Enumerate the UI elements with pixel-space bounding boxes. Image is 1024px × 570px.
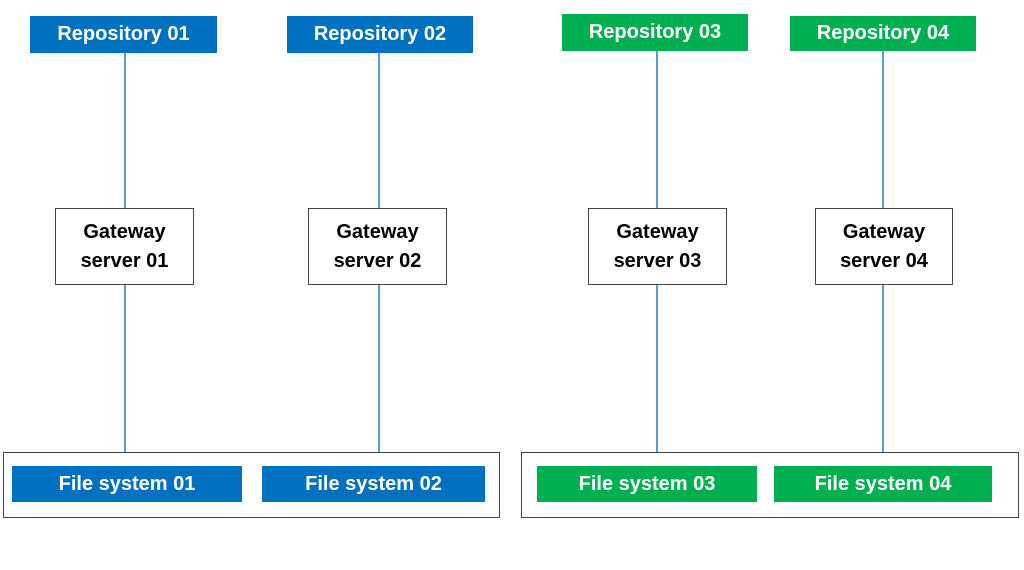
gateway-server-03-line1: Gateway [616,220,699,243]
connector-gateway-02-fs-group-left [378,285,380,452]
repository-02: Repository 02 [287,16,473,53]
gateway-server-01: Gateway server 01 [55,208,194,285]
file-system-04: File system 04 [774,466,992,502]
connector-gateway-01-fs-group-left [124,285,126,452]
connector-gateway-03-fs-group-right [656,285,658,452]
connector-repo-04-gateway-04 [882,51,884,208]
file-system-02: File system 02 [262,466,485,502]
repository-01-label: Repository 01 [57,23,190,45]
gateway-server-03-line2: server 03 [613,249,702,272]
gateway-server-03: Gateway server 03 [588,208,727,285]
gateway-server-04-line2: server 04 [840,249,928,272]
connector-repo-01-gateway-01 [124,53,126,208]
gateway-server-01-line1: Gateway [83,220,166,243]
file-system-01: File system 01 [12,466,242,502]
file-system-03-label: File system 03 [578,472,716,495]
gateway-server-01-line2: server 01 [80,249,169,272]
gateway-server-02-line2: server 02 [333,249,422,272]
file-system-02-label: File system 02 [305,472,442,495]
repository-02-label: Repository 02 [313,23,447,45]
file-system-03: File system 03 [537,466,757,502]
file-system-01-label: File system 01 [58,472,196,495]
file-system-group-left [3,452,500,518]
file-system-group-right [521,452,1019,518]
gateway-server-02-line1: Gateway [336,220,419,243]
gateway-server-04-line1: Gateway [842,220,926,243]
connector-repo-03-gateway-03 [656,51,658,208]
repository-04: Repository 04 [790,16,976,51]
connector-gateway-04-fs-group-right [882,285,884,452]
connector-repo-02-gateway-02 [378,53,380,208]
file-system-04-label: File system 04 [814,472,952,495]
repository-04-label: Repository 04 [816,22,950,44]
gateway-server-02: Gateway server 02 [308,208,447,285]
repository-03-label: Repository 03 [588,21,722,43]
gateway-server-04: Gateway server 04 [815,208,953,285]
repository-03: Repository 03 [562,14,748,51]
repository-01: Repository 01 [30,16,217,53]
